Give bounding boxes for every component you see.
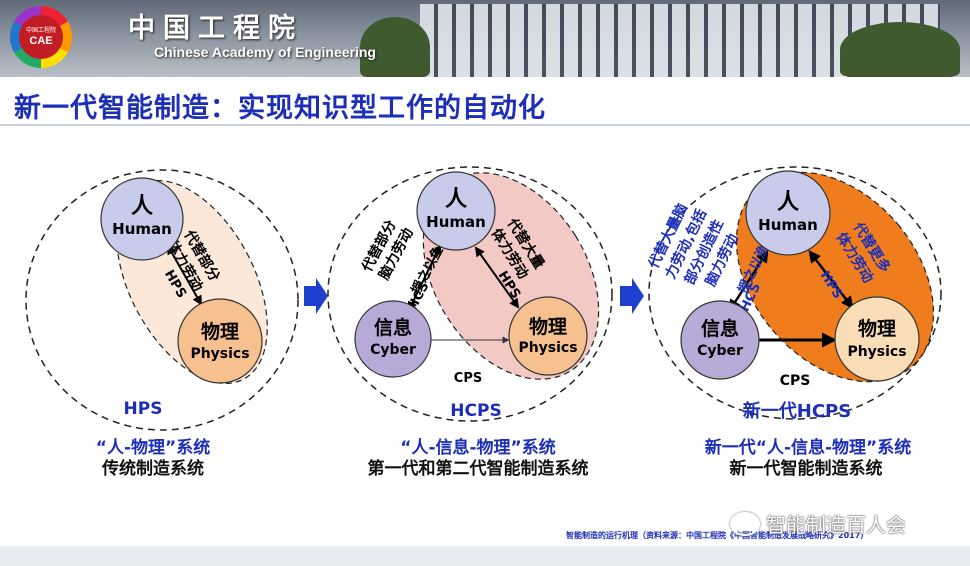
cyber-label-cn: 信息 bbox=[374, 316, 412, 339]
physics-label-en: Physics bbox=[518, 340, 577, 356]
human-label-en: Human bbox=[426, 213, 486, 231]
human-label-en: Human bbox=[758, 216, 818, 234]
caption-line-2: 传统制造系统 bbox=[101, 458, 204, 479]
human-label-en: Human bbox=[112, 220, 172, 238]
cps-label: CPS bbox=[780, 373, 811, 389]
caption-line-2: 新一代智能制造系统 bbox=[730, 458, 883, 479]
progress-arrow-icon bbox=[304, 278, 328, 314]
physics-label-en: Physics bbox=[190, 346, 249, 362]
cps-label: CPS bbox=[454, 371, 482, 386]
cyber-label-en: Cyber bbox=[697, 343, 743, 359]
human-label-cn: 人 bbox=[445, 187, 467, 212]
caption-line-1: 新一代“人-信息-物理”系统 bbox=[705, 437, 911, 458]
human-label-cn: 人 bbox=[131, 194, 153, 219]
cyber-label-en: Cyber bbox=[370, 342, 416, 358]
system-label: 新一代HCPS bbox=[743, 400, 851, 422]
watermark: 智能制造百人会 bbox=[730, 509, 906, 538]
system-label: HCPS bbox=[450, 401, 501, 421]
watermark-text: 智能制造百人会 bbox=[766, 509, 906, 538]
panel-new-hcps: 代替大量脑 力劳动,包括 部分创造性 脑力劳动 授之以渔 HCS 代替更多 体力… bbox=[645, 134, 970, 479]
panel-hps: HPS 代替部分 体力劳动 人 Human 物理 Physics HPS “人-… bbox=[26, 156, 298, 479]
cyber-node bbox=[681, 301, 759, 379]
physics-label-cn: 物理 bbox=[529, 315, 567, 338]
physics-label-cn: 物理 bbox=[201, 320, 239, 343]
caption-line-2: 第一代和第二代智能制造系统 bbox=[368, 458, 589, 479]
progress-arrow-icon bbox=[620, 278, 644, 314]
physics-label-cn: 物理 bbox=[858, 317, 896, 340]
system-label: HPS bbox=[124, 399, 163, 419]
cyber-label-cn: 信息 bbox=[701, 317, 739, 340]
physics-label-en: Physics bbox=[847, 344, 906, 360]
panel-hcps: 代替部分 脑力劳动 授之以鱼 HCS 代替大量 体力劳动 HPS 人 Human… bbox=[328, 141, 635, 479]
human-node bbox=[101, 178, 183, 260]
cyber-node bbox=[355, 301, 431, 377]
human-label-cn: 人 bbox=[777, 190, 799, 215]
caption-line-1: “人-物理”系统 bbox=[96, 437, 210, 458]
wechat-icon bbox=[730, 512, 760, 536]
caption-line-1: “人-信息-物理”系统 bbox=[400, 437, 555, 458]
